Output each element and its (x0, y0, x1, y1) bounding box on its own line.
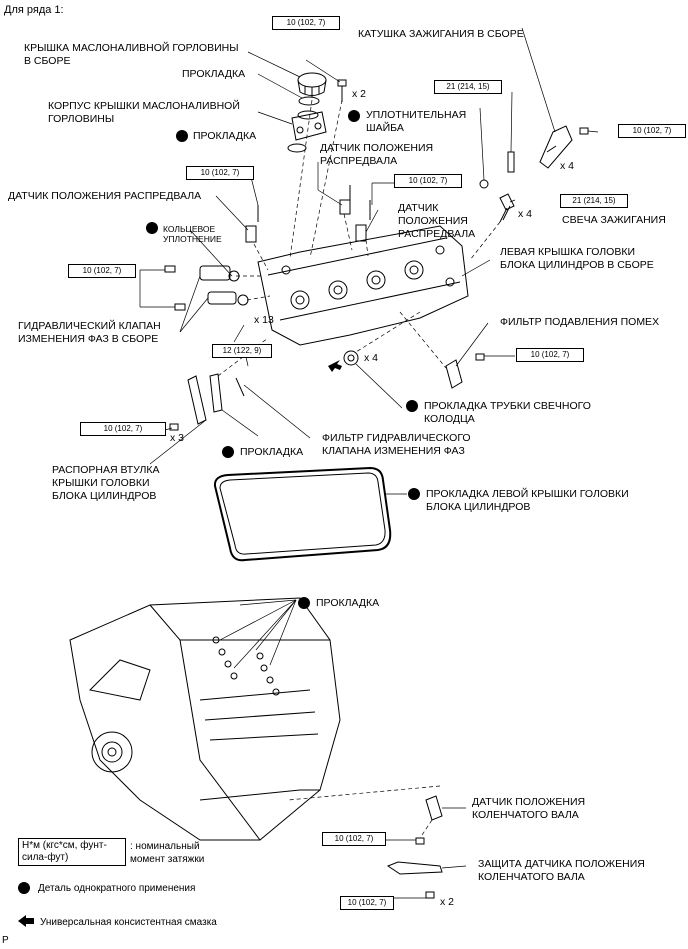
cam-sensor-drawing (245, 185, 371, 243)
seal-washer-drawing (479, 179, 489, 189)
one-time-part-icon (146, 222, 158, 234)
legend-torque-unit: Н*м (кгс*см, фунт- сила-фут) (18, 838, 126, 866)
label-tube-gasket: ПРОКЛАДКА ТРУБКИ СВЕЧНОГО КОЛОДЦА (424, 400, 591, 425)
label-ignition-coil: КАТУШКА ЗАЖИГАНИЯ В СБОРЕ (358, 28, 524, 40)
legend-torque-desc: : номинальный момент затяжки (130, 841, 205, 865)
quantity-label: x 4 (518, 208, 533, 220)
one-time-part-icon (176, 130, 188, 142)
label-oring: КОЛЬЦЕВОЕ УПЛОТНЕНИЕ (163, 224, 222, 244)
torque-box: 10 (102, 7) (68, 264, 136, 278)
label-seal-washer: УПЛОТНИТЕЛЬНАЯ ШАЙБА (366, 109, 467, 134)
cap-gasket-drawing (298, 96, 320, 106)
label-gasket-lower: ПРОКЛАДКА (240, 446, 304, 458)
bolt-drawing (337, 79, 347, 102)
engine-block-drawing (69, 597, 341, 841)
one-time-part-icon (222, 446, 234, 458)
quantity-label: x 2 (440, 896, 455, 908)
one-time-part-icon (298, 597, 310, 609)
housing-gasket-drawing (287, 143, 307, 153)
label-oil-cap: КРЫШКА МАСЛОНАЛИВНОЙ ГОРЛОВИНЫ В СБОРЕ (24, 42, 239, 67)
tube-gasket-drawing (343, 350, 359, 366)
torque-box: 10 (102, 7) (80, 422, 166, 436)
label-left-cover: ЛЕВАЯ КРЫШКА ГОЛОВКИ БЛОКА ЦИЛИНДРОВ В С… (500, 246, 654, 271)
torque-box: 12 (122, 9) (212, 344, 272, 358)
quantity-label: x 13 (254, 314, 274, 326)
quantity-label: x 4 (364, 352, 379, 364)
spark-plug-drawing (499, 151, 515, 223)
one-time-part-icon (406, 400, 418, 412)
spacer-drawing (169, 373, 245, 431)
label-vvt-valve: ГИДРАВЛИЧЕСКИЙ КЛАПАН ИЗМЕНЕНИЯ ФАЗ В СБ… (18, 320, 161, 345)
label-noise-filter: ФИЛЬТР ПОДАВЛЕНИЯ ПОМЕХ (500, 316, 660, 328)
cylinder-head-cover-drawing (257, 225, 469, 346)
one-time-part-icon (348, 110, 360, 122)
label-cam-sensor-right: ДАТЧИК ПОЛОЖЕНИЯ РАСПРЕДВАЛА (398, 202, 476, 240)
label-cover-gasket: ПРОКЛАДКА ЛЕВОЙ КРЫШКИ ГОЛОВКИ БЛОКА ЦИЛ… (426, 488, 629, 513)
label-vvt-filter: ФИЛЬТР ГИДРАВЛИЧЕСКОГО КЛАПАНА ИЗМЕНЕНИЯ… (322, 432, 471, 457)
crank-sensor-drawing (386, 795, 443, 899)
label-cam-sensor-left: ДАТЧИК ПОЛОЖЕНИЯ РАСПРЕДВАЛА (8, 190, 202, 202)
label-crank-guard: ЗАЩИТА ДАТЧИКА ПОЛОЖЕНИЯ КОЛЕНЧАТОГО ВАЛ… (478, 858, 645, 883)
label-crank-sensor: ДАТЧИК ПОЛОЖЕНИЯ КОЛЕНЧАТОГО ВАЛА (472, 796, 586, 821)
legend-one-time: Деталь однократного применения (38, 883, 196, 894)
label-gasket-engine: ПРОКЛАДКА (316, 597, 380, 609)
legend-arrow-icon (18, 915, 34, 927)
torque-box: 10 (102, 7) (618, 124, 686, 138)
label-spark-plug: СВЕЧА ЗАЖИГАНИЯ (562, 214, 666, 226)
label-gasket-housing: ПРОКЛАДКА (193, 130, 257, 142)
oil-filler-cap-drawing (297, 72, 327, 97)
grease-arrow-icon (328, 360, 342, 372)
label-oil-housing: КОРПУС КРЫШКИ МАСЛОНАЛИВНОЙ ГОРЛОВИНЫ (48, 100, 240, 125)
legend-grease: Универсальная консистентная смазка (40, 917, 217, 928)
vvt-valve-drawing (164, 265, 249, 311)
one-time-part-icon (408, 488, 420, 500)
label-cam-sensor-mid: ДАТЧИК ПОЛОЖЕНИЯ РАСПРЕДВАЛА (320, 142, 434, 167)
quantity-label: x 4 (560, 160, 575, 172)
torque-box: 10 (102, 7) (340, 896, 394, 910)
oil-filler-housing-drawing (291, 110, 327, 141)
quantity-label: x 3 (170, 432, 185, 444)
torque-box: 10 (102, 7) (272, 16, 340, 30)
torque-box: 21 (214, 15) (434, 80, 502, 94)
cover-gasket-drawing (213, 466, 392, 562)
torque-box: 10 (102, 7) (322, 832, 386, 846)
one-time-part-icon (18, 882, 30, 894)
page-header: Для ряда 1: (4, 4, 64, 16)
quantity-label: x 2 (352, 88, 367, 100)
torque-box: 10 (102, 7) (516, 348, 584, 362)
torque-box: 10 (102, 7) (186, 166, 254, 180)
label-spacer: РАСПОРНАЯ ВТУЛКА КРЫШКИ ГОЛОВКИ БЛОКА ЦИ… (52, 464, 160, 502)
noise-filter-drawing (445, 353, 485, 389)
label-gasket-top: ПРОКЛАДКА (182, 68, 246, 80)
corner-mark: P (2, 935, 9, 946)
torque-box: 21 (214, 15) (560, 194, 628, 208)
torque-box: 10 (102, 7) (394, 174, 462, 188)
